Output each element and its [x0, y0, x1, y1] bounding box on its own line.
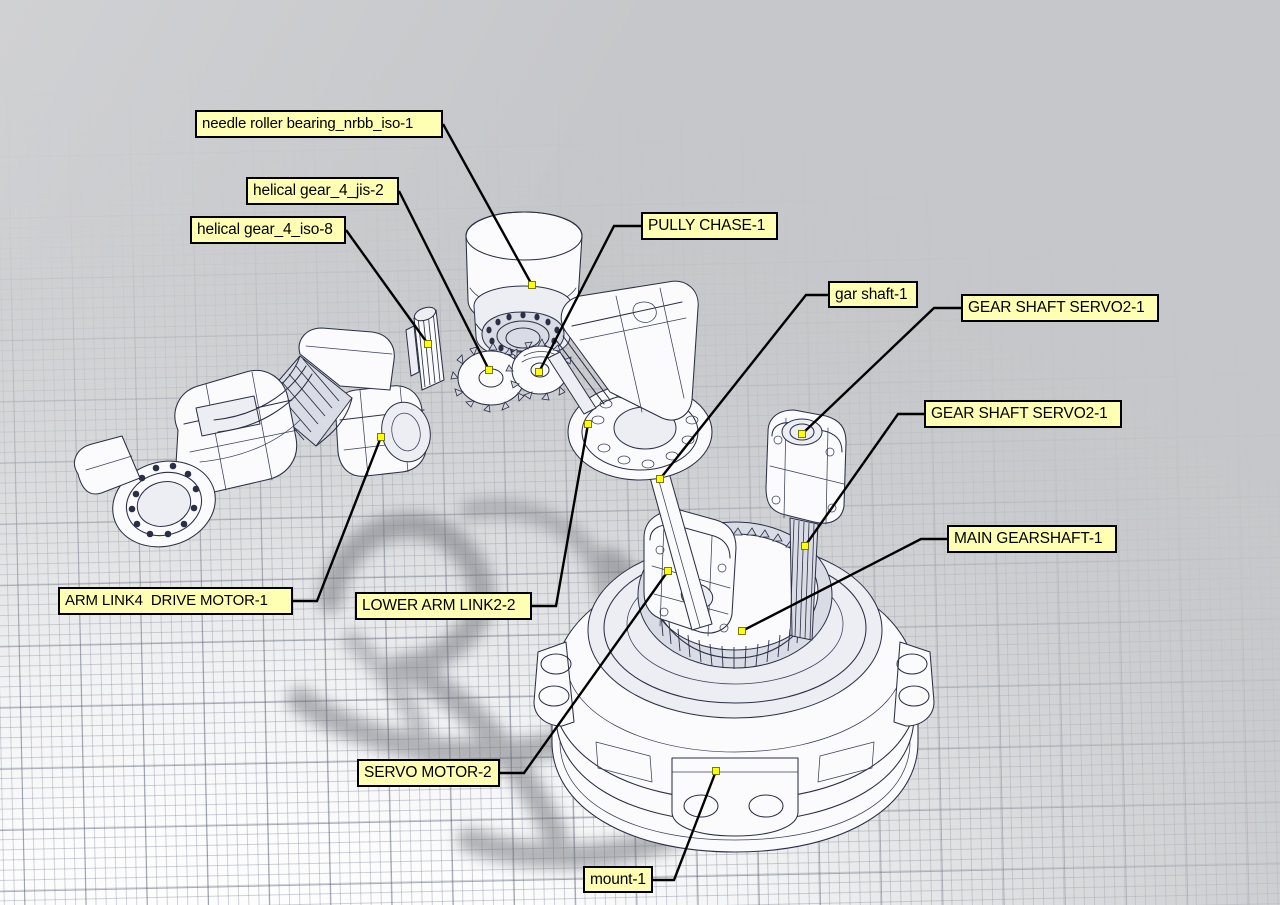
callout-label-servo-motor-2[interactable]: SERVO MOTOR-2 [357, 759, 500, 787]
anchor-point-needle-roller-bearing[interactable] [528, 281, 536, 289]
mount-front-pad [671, 757, 799, 837]
leader-line-gar-shaft [659, 293, 828, 480]
anchor-point-helical-gear-4-jis-2[interactable] [485, 366, 493, 374]
anchor-point-lower-arm-link2[interactable] [584, 420, 592, 428]
anchor-point-servo-motor-2[interactable] [664, 567, 672, 575]
leader-line-gear-shaft-servo2-upper [801, 306, 961, 435]
leader-line-needle-roller-bearing [441, 123, 534, 286]
leader-line-lower-arm-link2 [532, 423, 590, 608]
gear-shaft-servo-right [765, 409, 847, 641]
mount-lug-left [533, 641, 575, 727]
helical-gear-4-iso-8 [405, 306, 445, 391]
leader-line-servo-motor-2 [500, 570, 669, 775]
leader-line-main-gearshaft [741, 537, 947, 633]
leader-line-pully-chase [537, 224, 641, 373]
callout-label-mount-1[interactable]: mount-1 [583, 866, 653, 893]
anchor-point-gear-shaft-servo2-lower[interactable] [801, 542, 809, 550]
anchor-point-pully-chase[interactable] [535, 368, 543, 376]
callout-anchors [377, 281, 809, 775]
leader-line-helical-gear-4-jis-2 [397, 190, 491, 371]
anchor-point-gear-shaft-servo2-upper[interactable] [798, 430, 806, 438]
callout-label-pully-chase[interactable]: PULLY CHASE-1 [641, 212, 778, 240]
arm-link4-assembly [74, 327, 431, 548]
callout-label-gear-shaft-servo2-upper[interactable]: GEAR SHAFT SERVO2-1 [961, 294, 1159, 322]
anchor-point-helical-gear-4-iso-8[interactable] [424, 340, 432, 348]
callout-label-gar-shaft[interactable]: gar shaft-1 [828, 281, 918, 308]
callout-label-helical-gear-4-iso-8[interactable]: helical gear_4_iso-8 [190, 216, 346, 244]
lower-arm-link2 [547, 280, 713, 481]
anchor-point-mount-1[interactable] [712, 767, 720, 775]
anchor-point-arm-link4-drive-motor[interactable] [377, 433, 385, 441]
leader-line-helical-gear-4-iso-8 [345, 229, 429, 345]
callout-label-helical-gear-4-jis-2[interactable]: helical gear_4_jis-2 [246, 177, 399, 205]
leader-line-gear-shaft-servo2-lower [804, 412, 924, 547]
callout-leaders [293, 123, 961, 882]
leader-line-mount-1 [653, 770, 718, 882]
mount-lug-right [893, 641, 935, 727]
callout-label-lower-arm-link2[interactable]: LOWER ARM LINK2-2 [355, 592, 532, 620]
callout-label-arm-link4-drive-motor[interactable]: ARM LINK4 DRIVE MOTOR-1 [58, 587, 293, 615]
leader-line-arm-link4-drive-motor [293, 436, 383, 603]
callout-label-needle-roller-bearing[interactable]: needle roller bearing_nrbb_iso-1 [195, 110, 443, 138]
callout-label-main-gearshaft[interactable]: MAIN GEARSHAFT-1 [947, 525, 1117, 553]
anchor-point-main-gearshaft[interactable] [738, 627, 746, 635]
anchor-point-gar-shaft[interactable] [656, 475, 664, 483]
callout-label-gear-shaft-servo2-lower[interactable]: GEAR SHAFT SERVO2-1 [924, 400, 1122, 428]
